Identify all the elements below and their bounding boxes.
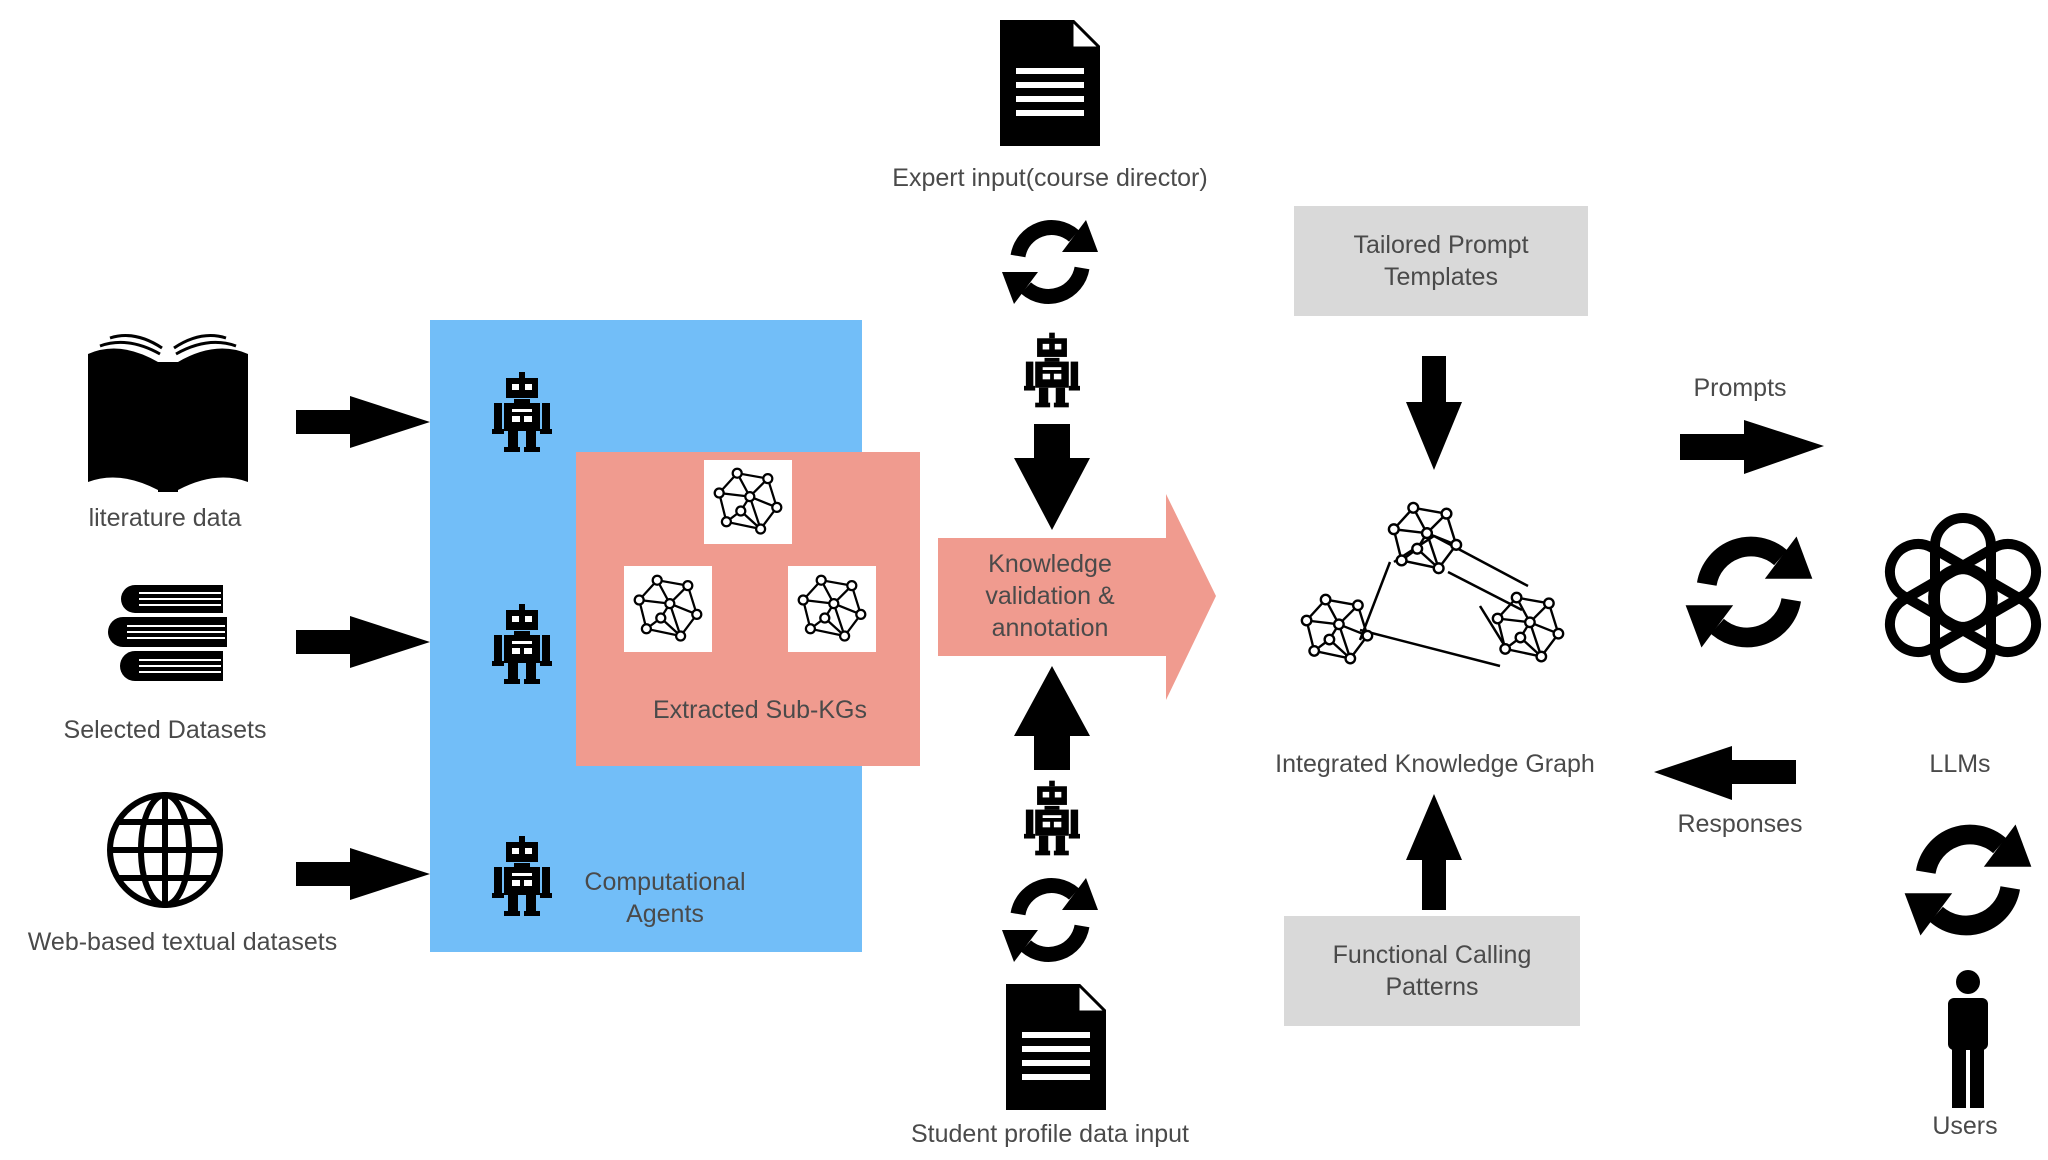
expert-input-label: Expert input(course director) <box>892 164 1208 192</box>
globe-icon <box>107 792 223 908</box>
stacked-books-icon <box>108 585 227 681</box>
right-arrow <box>1680 420 1824 474</box>
subkg-tile <box>704 460 792 544</box>
source-label-literature: literature data <box>88 504 242 532</box>
source-label-web: Web-based textual datasets <box>27 928 338 956</box>
users-label: Users <box>1932 1112 1998 1140</box>
openai-logo-icon <box>1884 513 2042 683</box>
refresh-cycle-icon <box>1002 878 1098 962</box>
function-patterns-label: Functional Calling Patterns <box>1332 941 1532 1001</box>
down-arrow <box>1406 356 1462 470</box>
llms-label: LLMs <box>1929 750 1991 778</box>
refresh-cycle-icon <box>1002 220 1098 304</box>
function-patterns-box <box>1284 916 1580 1026</box>
book-icon <box>88 334 248 492</box>
refresh-cycle-icon <box>1905 825 2032 936</box>
subkg-tile <box>788 566 876 652</box>
document-icon <box>1000 20 1100 146</box>
down-arrow <box>1014 424 1090 530</box>
subkg-label: Extracted Sub-KGs <box>653 696 867 724</box>
student-input-label: Student profile data input <box>911 1120 1189 1148</box>
left-arrow <box>1654 746 1796 800</box>
knowledge-graph-icon <box>1300 501 1565 668</box>
refresh-cycle-icon <box>1686 537 1813 648</box>
responses-label: Responses <box>1677 810 1803 838</box>
knowledge-graph-label: Integrated Knowledge Graph <box>1275 750 1595 778</box>
prompt-templates-label: Tailored Prompt Templates <box>1353 231 1529 291</box>
robot-icon <box>1024 780 1080 856</box>
up-arrow <box>1014 666 1090 770</box>
validation-arrow <box>938 494 1216 700</box>
robot-icon <box>1024 332 1080 408</box>
prompt-templates-box <box>1294 206 1588 316</box>
source-arrows <box>296 396 430 900</box>
subkg-tile <box>624 566 712 652</box>
up-arrow <box>1406 794 1462 910</box>
source-label-datasets: Selected Datasets <box>63 716 267 744</box>
document-icon <box>1006 984 1106 1110</box>
prompts-label: Prompts <box>1693 374 1787 402</box>
agents-label: Computational Agents <box>584 868 746 928</box>
user-icon <box>1948 970 1988 1108</box>
validation-label: Knowledge validation & annotation <box>985 550 1115 642</box>
